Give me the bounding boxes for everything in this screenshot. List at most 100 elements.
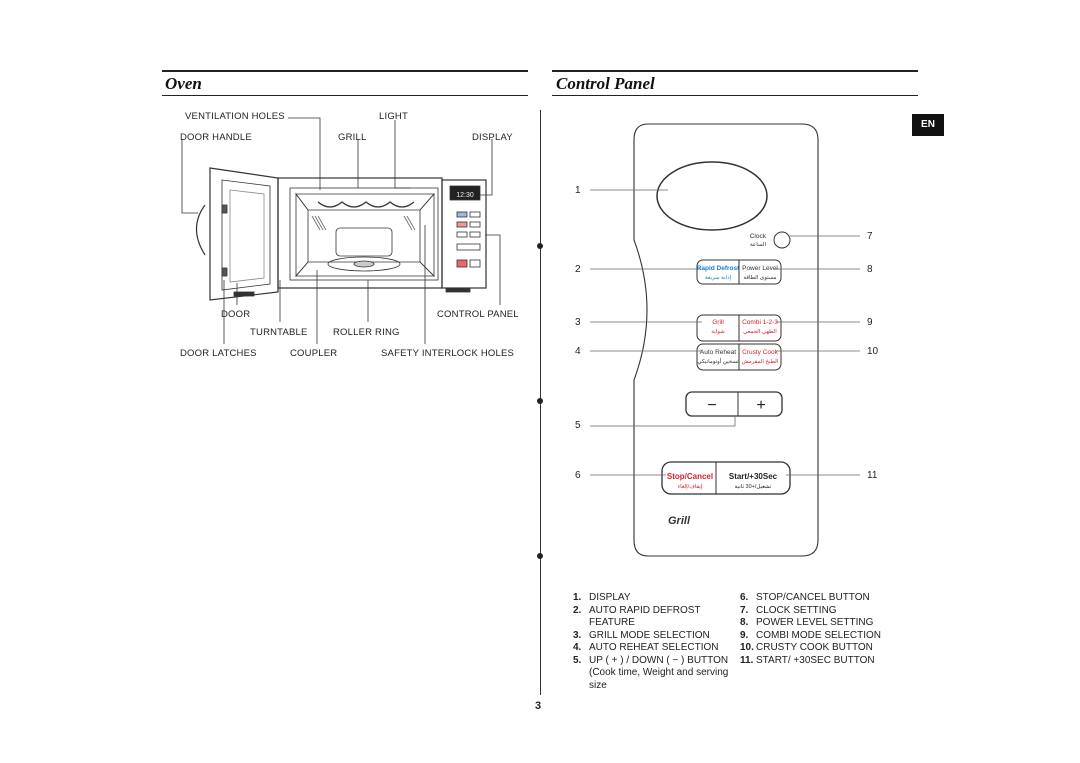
language-badge: EN <box>912 114 944 136</box>
legend-text: CRUSTY COOK BUTTON <box>756 642 873 653</box>
legend-text: CLOCK SETTING <box>756 604 837 616</box>
legend-number: 11. <box>740 654 754 666</box>
combi-label-ar: الطهي الجمعي <box>743 328 777 335</box>
turntable <box>327 256 401 272</box>
label-roller-ring: ROLLER RING <box>333 327 400 338</box>
label-safety-interlock-holes: SAFETY INTERLOCK HOLES <box>381 348 515 359</box>
power-level-label-ar: مستوى الطاقة <box>743 274 776 281</box>
updown-button <box>685 391 783 417</box>
callout-5: 5 <box>575 420 581 431</box>
oven-door <box>209 167 279 301</box>
oven-door-glass <box>229 189 265 283</box>
legend-text: DISPLAY <box>589 592 631 603</box>
legend-number: 6. <box>740 592 749 603</box>
legend-number: 9. <box>740 629 749 641</box>
stop-start-row <box>661 461 791 495</box>
legend-text: GRILL MODE SELECTION <box>589 629 710 641</box>
label-ventilation-holes: VENTILATION HOLES <box>185 111 285 122</box>
legend-number: 2. <box>573 604 582 616</box>
crusty-cook-label-ar: الطبخ المقرمش <box>742 358 779 365</box>
door-handle <box>195 204 206 256</box>
legend-item: 10.CRUSTY COOK BUTTON <box>740 642 881 655</box>
divider-dot <box>537 398 543 404</box>
legend-item: 8.POWER LEVEL SETTING <box>740 617 881 630</box>
legend-text: size <box>589 679 607 691</box>
legend-text: START/ +30SEC BUTTON <box>756 654 875 666</box>
legend-text: UP ( + ) / DOWN ( − ) BUTTON <box>589 654 729 666</box>
legend-item: 1. DISPLAY <box>573 592 728 605</box>
oven-illustration: 12:30 <box>181 117 501 344</box>
callout-10: 10 <box>867 346 879 357</box>
label-door-latches: DOOR LATCHES <box>180 348 257 359</box>
rapid-defrost-label-ar: إذابة سريعة <box>705 274 732 281</box>
legend-text: POWER LEVEL SETTING <box>756 617 874 628</box>
legend-text: FEATURE <box>589 617 635 628</box>
power-level-label: Power Level <box>742 265 778 272</box>
oven-foot <box>445 287 471 293</box>
legend-item: 4.AUTO REHEAT SELECTION <box>573 642 728 655</box>
callout-8: 8 <box>867 264 873 275</box>
door-latch-top <box>221 204 228 214</box>
door-latch-bottom <box>221 267 228 277</box>
ventilation-holes <box>311 215 416 231</box>
auto-reheat-label-ar: تسخين أوتوماتيكي <box>697 356 739 365</box>
stop-cancel-label: Stop/Cancel <box>667 472 713 481</box>
leader-display <box>475 139 493 196</box>
grill-label-ar: شواية <box>711 328 725 335</box>
legend-number: 1. <box>573 592 582 603</box>
legend-number: 7. <box>740 604 749 616</box>
oven-foot-left <box>233 291 255 297</box>
legend-item: 3. GRILL MODE SELECTION <box>573 630 728 643</box>
callout-1: 1 <box>575 185 581 196</box>
legend-item: FEATURE <box>573 617 728 630</box>
start-label: Start/+30Sec <box>729 472 778 481</box>
leader-door-handle <box>181 139 198 214</box>
clock-label: Clock <box>750 233 767 240</box>
stop-cancel-label-ar: إيقاف/إلغاء <box>678 483 703 490</box>
plus-icon: + <box>756 397 765 414</box>
oven-door-window <box>221 179 271 291</box>
oven-rear-plate <box>335 227 393 257</box>
grill-element <box>317 201 415 208</box>
oven-section-title: Oven <box>165 74 202 93</box>
callout-6: 6 <box>575 470 581 481</box>
oven-cavity-frame <box>289 187 439 281</box>
oven-display <box>449 185 481 201</box>
callout-4: 4 <box>575 346 581 357</box>
rapid-defrost-label: Rapid Defrost <box>697 265 740 272</box>
legend-number: 10. <box>740 642 754 653</box>
callout-7: 7 <box>867 231 873 242</box>
legend-text: (Cook time, Weight and serving <box>589 667 729 678</box>
label-control-panel: CONTROL PANEL <box>437 309 519 320</box>
page-number: 3 <box>535 700 542 712</box>
label-door-handle: DOOR HANDLE <box>180 132 252 143</box>
legend-item: 11.START/ +30SEC BUTTON <box>740 655 881 668</box>
cp-top-rule <box>552 70 918 72</box>
coupler <box>353 260 375 268</box>
legend-text: STOP/CANCEL BUTTON <box>756 592 870 603</box>
control-panel-illustration: Clock الساعة Rapid Defrost إذابة سريعة P… <box>590 123 860 557</box>
legend-text: COMBI MODE SELECTION <box>756 629 882 641</box>
crusty-cook-label: Crusty Cook <box>742 349 779 356</box>
oven-bottom-rule <box>162 95 528 96</box>
brand-grill-logo: Grill <box>668 515 691 527</box>
divider-dot <box>537 553 543 559</box>
callout-3: 3 <box>575 317 581 328</box>
legend-item: 7. CLOCK SETTING <box>740 605 881 618</box>
legend-item: 2.AUTO RAPID DEFROST <box>573 605 728 618</box>
label-grill: GRILL <box>338 132 367 143</box>
label-door: DOOR <box>221 309 251 320</box>
legend-number: 3. <box>573 629 582 641</box>
label-light: LIGHT <box>379 111 408 122</box>
callout-9: 9 <box>867 317 873 328</box>
start-label-ar: تشغيل/+30 ثانية <box>735 483 772 490</box>
clock-button <box>773 231 791 249</box>
callout-11: 11 <box>867 470 878 481</box>
svg-text:12:30: 12:30 <box>456 192 474 199</box>
legend-number: 4. <box>573 642 582 653</box>
combi-label: Combi 1-2-3 <box>742 319 778 326</box>
label-turntable: TURNTABLE <box>250 327 308 338</box>
leader-5 <box>590 416 736 427</box>
